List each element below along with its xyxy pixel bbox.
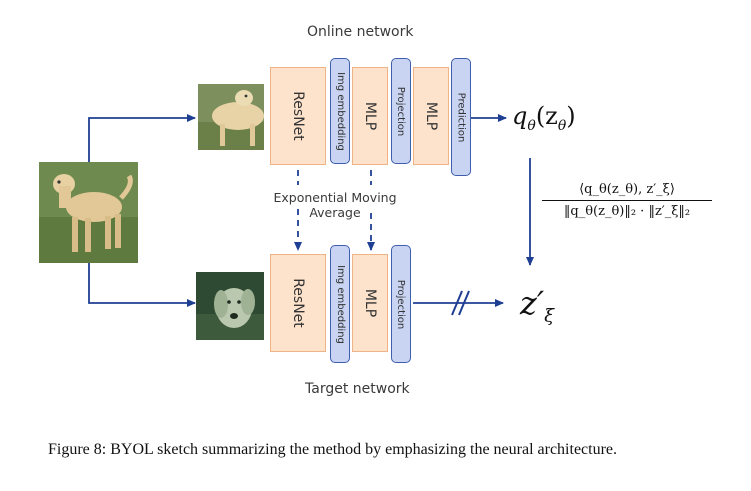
loss-denominator: ‖q_θ(z_θ)‖₂ · ‖z′_ξ‖₂ <box>563 204 691 219</box>
online-img-embedding-label: Img embedding <box>334 71 346 151</box>
online-prediction-label: Prediction <box>455 92 467 142</box>
online-resnet-label: ResNet <box>290 91 306 141</box>
stop-gradient-slash-1 <box>451 290 463 316</box>
stop-gradient-slash-2 <box>458 290 470 316</box>
online-network-label: Online network <box>307 24 414 40</box>
arrow-to-online-view <box>88 114 196 163</box>
online-projection-label: Projection <box>395 86 407 136</box>
online-img-embedding-block: Img embedding <box>330 58 350 164</box>
target-mlp-label: MLP <box>361 288 378 318</box>
ema-label: Exponential Moving Average <box>260 190 410 220</box>
online-view-image <box>198 84 264 150</box>
target-projection-label: Projection <box>395 279 407 329</box>
loss-numerator: ⟨q_θ(z_θ), z′_ξ⟩ <box>579 182 675 197</box>
target-network-label: Target network <box>305 381 410 397</box>
online-mlp-block-2: MLP <box>413 67 449 165</box>
target-resnet-label: ResNet <box>290 278 306 328</box>
online-projection-block: Projection <box>391 58 411 164</box>
target-mlp-block: MLP <box>352 254 388 352</box>
arrow-to-target-view <box>88 262 196 307</box>
ema-label-line1: Exponential Moving <box>273 190 397 205</box>
online-resnet-block: ResNet <box>270 67 326 165</box>
ema-label-line2: Average <box>309 205 361 220</box>
online-mlp-block-1: MLP <box>352 67 388 165</box>
source-image <box>39 162 138 263</box>
target-img-embedding-label: Img embedding <box>334 264 346 344</box>
target-view-image <box>196 272 264 340</box>
loss-fraction-bar <box>542 200 712 201</box>
online-mlp-label-2: MLP <box>422 101 439 131</box>
online-mlp-label-1: MLP <box>361 101 378 131</box>
figure-caption: Figure 8: BYOL sketch summarizing the me… <box>48 441 618 458</box>
target-img-embedding-block: Img embedding <box>330 245 350 363</box>
loss-fraction: ⟨q_θ(z_θ), z′_ξ⟩ ‖q_θ(z_θ)‖₂ · ‖z′_ξ‖₂ <box>542 182 712 219</box>
target-resnet-block: ResNet <box>270 254 326 352</box>
target-output-formula: z′ξ <box>520 284 555 327</box>
online-output-formula: qθ(zθ) <box>512 102 576 134</box>
target-projection-block: Projection <box>391 245 411 363</box>
online-prediction-block: Prediction <box>451 58 471 176</box>
